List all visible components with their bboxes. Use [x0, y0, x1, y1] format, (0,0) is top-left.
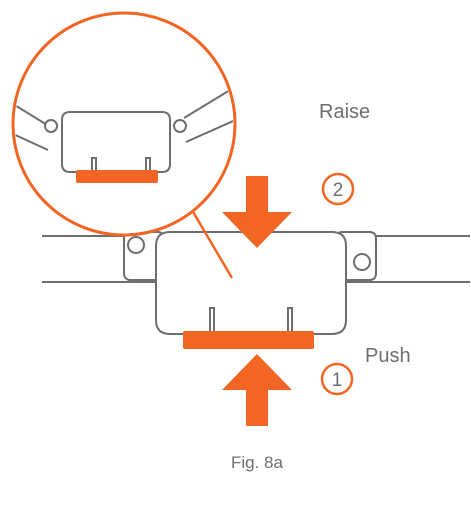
right-bolt [353, 253, 371, 271]
raise-arrow [222, 176, 292, 248]
step-one-badge: 1 [320, 362, 354, 396]
zoom-left-bolt [44, 119, 58, 133]
zoom-right-bolt [173, 119, 187, 133]
step-one-number: 1 [332, 370, 343, 391]
raise-label: Raise [319, 101, 370, 123]
push-label: Push [365, 345, 411, 367]
left-bolt [127, 236, 145, 254]
figure-caption: Fig. 8a [231, 453, 284, 472]
zoom-detail [11, 11, 237, 237]
zoom-leader-line [187, 204, 234, 279]
step-two-badge: 2 [321, 172, 355, 206]
clamp-block [155, 231, 347, 335]
zoom-release-tab [76, 170, 158, 183]
step-two-number: 2 [333, 180, 344, 201]
release-tab [183, 331, 314, 349]
push-arrow [222, 354, 292, 426]
zoom-clamp-block [61, 111, 171, 173]
